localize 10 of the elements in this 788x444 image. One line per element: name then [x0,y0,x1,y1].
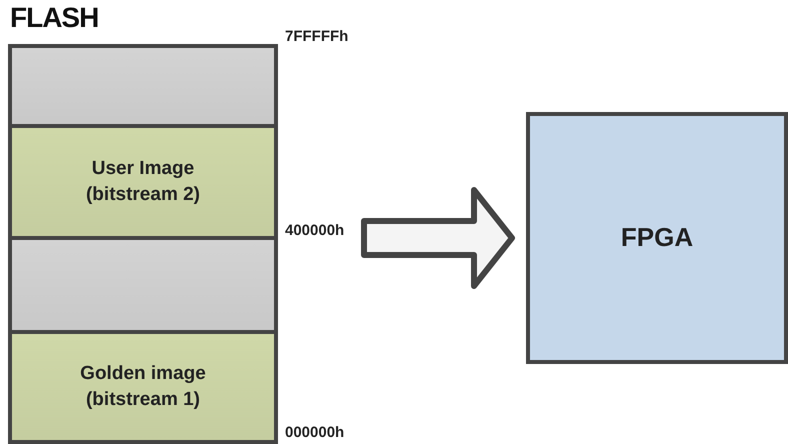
memory-segment: Golden image (bitstream 1) [8,334,278,444]
address-label: 400000h [285,222,344,239]
heading: FLASH [10,2,98,34]
memory-segment: User Image (bitstream 2) [8,128,278,240]
memory-segment [8,44,278,128]
memory-segment [8,240,278,334]
block-arrow [361,187,515,289]
chip-box: FPGA [526,112,788,364]
address-label: 7FFFFFh [285,28,348,45]
address-label: 000000h [285,424,344,441]
